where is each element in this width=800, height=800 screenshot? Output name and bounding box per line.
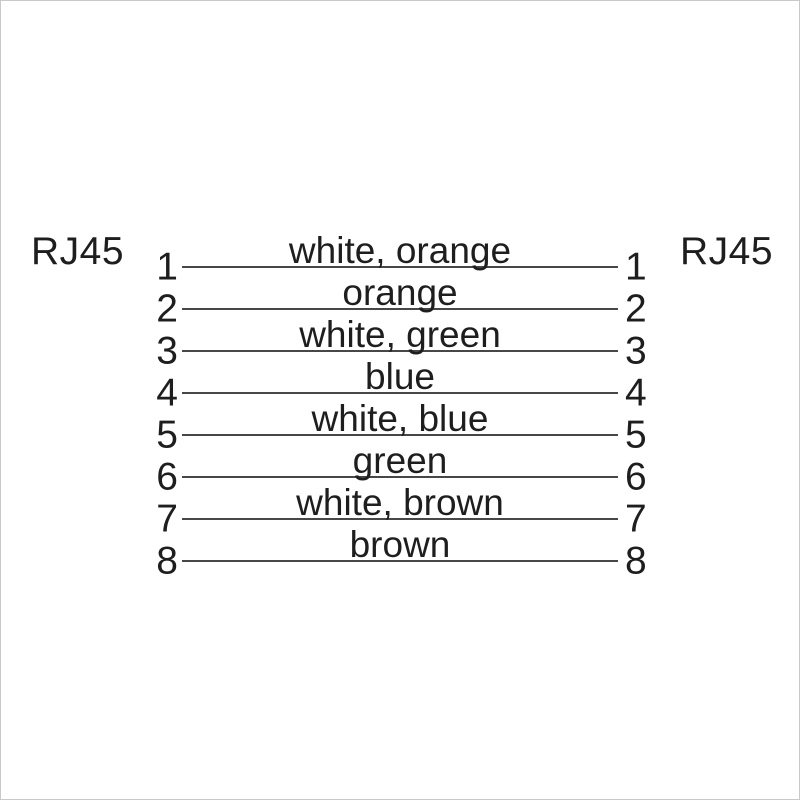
wire-color-label: brown	[349, 524, 451, 565]
pin-row-3: 3 white, green 3	[1, 314, 799, 371]
pin-number-left: 4	[156, 371, 178, 415]
pin-number-left: 3	[156, 329, 178, 373]
wire-line	[182, 392, 618, 394]
pin-number-right: 1	[625, 245, 647, 289]
wire-line	[182, 560, 618, 562]
wire-color-label: white, brown	[296, 482, 504, 523]
connector-label-right: RJ45	[680, 230, 774, 273]
wire-color-label: green	[352, 440, 448, 481]
pin-number-left: 1	[156, 245, 178, 289]
wire-color-label: white, orange	[288, 230, 512, 271]
wire-line	[182, 350, 618, 352]
wire-line	[182, 308, 618, 310]
pin-number-right: 2	[625, 287, 647, 331]
pin-row-7: 7 white, brown 7	[1, 482, 799, 539]
wire-line	[182, 434, 618, 436]
wire-color-label: blue	[365, 356, 435, 397]
pin-number-right: 3	[625, 329, 647, 373]
pin-number-right: 4	[625, 371, 647, 415]
pin-number-left: 8	[156, 539, 178, 583]
pin-row-5: 5 white, blue 5	[1, 398, 799, 455]
wire-color-label: orange	[342, 272, 458, 313]
wire-color-label: white, green	[299, 314, 501, 355]
pin-number-right: 7	[625, 497, 647, 541]
pin-row-2: 2 orange 2	[1, 272, 799, 329]
pin-row-1: 1 white, orange 1	[1, 230, 799, 287]
pin-number-left: 6	[156, 455, 178, 499]
pin-number-left: 5	[156, 413, 178, 457]
pin-number-left: 7	[156, 497, 178, 541]
wire-color-label: white, blue	[311, 398, 489, 439]
pin-number-right: 6	[625, 455, 647, 499]
pin-number-right: 5	[625, 413, 647, 457]
connector-label-left: RJ45	[31, 230, 125, 273]
pin-row-8: 8 brown 8	[1, 524, 799, 581]
wire-line	[182, 518, 618, 520]
pin-row-4: 4 blue 4	[1, 356, 799, 413]
pin-number-left: 2	[156, 287, 178, 331]
wire-line	[182, 476, 618, 478]
pin-number-right: 8	[625, 539, 647, 583]
pin-row-6: 6 green 6	[1, 440, 799, 497]
wire-line	[182, 266, 618, 268]
